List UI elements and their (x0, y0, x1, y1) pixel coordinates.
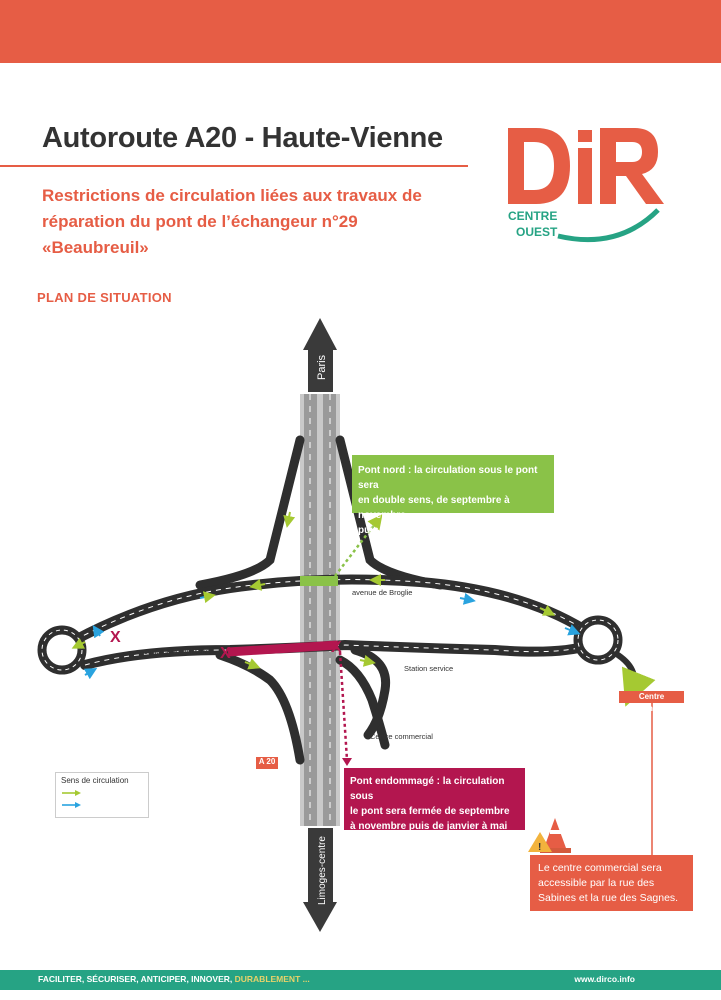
arrow-green (249, 578, 266, 591)
note-line: Pont nord : la circulation sous le pont … (358, 465, 538, 491)
closure-x-icon: X (220, 645, 231, 662)
closure-x-icon: X (110, 629, 121, 646)
arrow-blue (564, 624, 581, 636)
closure-x-icon: X (331, 639, 342, 656)
commercial-access-note: Le centre commercial sera accessible par… (530, 855, 693, 911)
north-bridge-note: Pont nord : la circulation sous le pont … (352, 455, 554, 536)
south-arrow-head (303, 902, 337, 932)
page-subtitle: Restrictions de circulation liées aux tr… (42, 183, 482, 261)
note-line: Le centre commercial sera (538, 862, 662, 874)
arrow-blue (199, 591, 216, 604)
arrow-green (539, 604, 556, 616)
north-arrow-head (303, 318, 337, 350)
top-banner (0, 0, 721, 63)
roundabout-west (37, 625, 87, 675)
title-underline (0, 165, 468, 167)
arrow-green (359, 654, 376, 667)
closed-section (227, 640, 339, 657)
south-arrow-shaft (308, 828, 333, 906)
damaged-bridge-pointer (338, 651, 349, 761)
arrow-blue (92, 625, 105, 639)
ramp-nw (195, 435, 305, 590)
street-label-broglie: avenue de Broglie (352, 588, 413, 597)
plan-title: PLAN DE SITUATION (37, 290, 172, 305)
legend: Sens de circulation (55, 772, 149, 818)
footer-bar (0, 970, 721, 990)
damaged-bridge-note: Pont endommagé : la circulation sous le … (344, 768, 525, 832)
street-label-beaubreuil: avenue de Beaubreuil (136, 647, 209, 656)
ramp-se (335, 655, 390, 750)
note-line: à novembre puis de janvier à mai (350, 821, 508, 832)
subtitle-line: Restrictions de circulation liées aux tr… (42, 186, 422, 205)
centre-commercial-tag: Centre commercial (619, 691, 684, 713)
roundabout-east (573, 615, 623, 665)
note-line: Sabines et la rue des Sagnes. (538, 892, 679, 904)
arrow-green (283, 511, 296, 528)
footer-slogan-accent: DURABLEMENT ... (234, 974, 310, 984)
note-line: en double sens, de septembre à novembre (358, 495, 510, 521)
north-bridge-marker (300, 576, 338, 586)
legend-blue-arrow-icon (62, 802, 81, 808)
footer-slogan-main: FACILITER, SÉCURISER, ANTICIPER, INNOVER… (38, 974, 235, 984)
ramp-sw (215, 650, 305, 765)
south-label: Limoges-centre (317, 836, 328, 905)
north-label: Paris (316, 354, 328, 380)
dir-centre-ouest-logo: CENTRE OUEST (508, 128, 664, 243)
traffic-cone-icon: ! (528, 818, 571, 853)
note-line: puis de janvier à mai (358, 525, 457, 536)
a20-tag: A 20 (256, 757, 278, 769)
subtitle-line: «Beaubreuil» (42, 238, 149, 257)
centre-road-label: Centre commercial (370, 732, 433, 741)
page-title: Autoroute A20 - Haute-Vienne (42, 122, 443, 154)
north-arrow-shaft (308, 348, 333, 392)
subtitle-line: réparation du pont de l’échangeur n°29 (42, 212, 358, 231)
legend-green-arrow-icon (62, 790, 81, 796)
svg-text:!: ! (538, 842, 541, 853)
arrow-blue (83, 668, 98, 680)
note-line: le pont sera fermée de septembre (350, 806, 510, 817)
direction-arrows (71, 511, 581, 680)
exit-commercial (615, 652, 656, 707)
footer-url[interactable]: www.dirco.info (574, 974, 635, 984)
station-label: Station service (404, 664, 454, 673)
footer-slogan: FACILITER, SÉCURISER, ANTICIPER, INNOVER… (38, 974, 310, 984)
logo-line2: OUEST (516, 225, 558, 239)
note-line: accessible par la rue des (538, 877, 655, 889)
legend-title: Sens de circulation (61, 776, 129, 785)
ramps (195, 435, 445, 765)
arrow-green (71, 637, 86, 649)
arrow-blue (459, 592, 476, 605)
arrow-green (244, 658, 261, 670)
logo-line1: CENTRE (508, 209, 557, 223)
note-line: Pont endommagé : la circulation sous (350, 776, 505, 802)
